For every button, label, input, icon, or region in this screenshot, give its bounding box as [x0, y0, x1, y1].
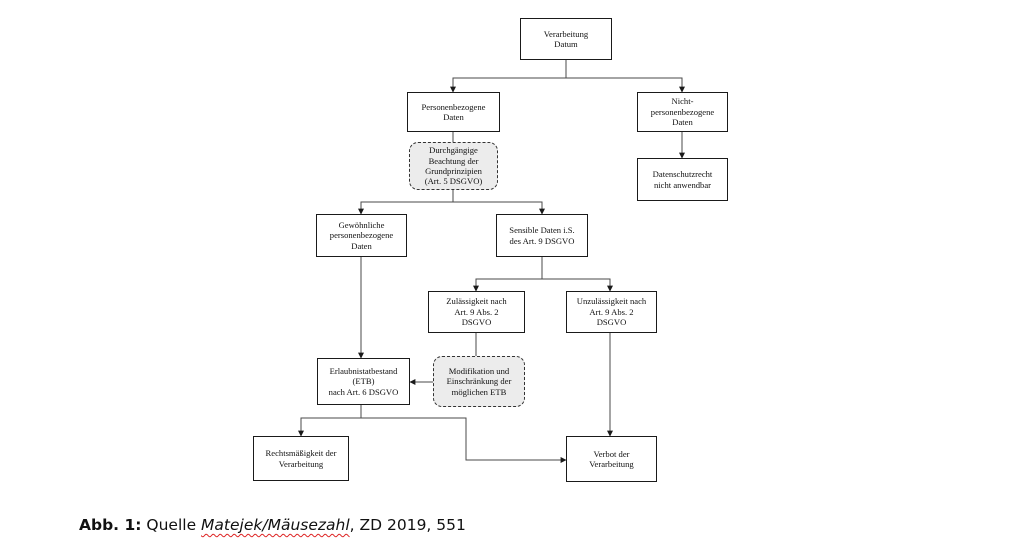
cut-off-text-line [79, 548, 939, 556]
caption-label: Abb. 1: [79, 516, 142, 534]
edge-etb-lawful [298, 405, 362, 437]
node-not-applicable: Datenschutzrecht nicht anwendbar [637, 158, 728, 201]
node-processing-data: Verarbeitung Datum [520, 18, 612, 60]
node-lawfulness: Rechtsmäßigkeit der Verarbeitung [253, 436, 349, 481]
edge-root-personal [450, 60, 567, 93]
edge-principles-sensitive [453, 201, 545, 215]
caption-reference: , ZD 2019, 551 [349, 516, 466, 534]
caption-authors: Matejek/Mäusezahl [201, 516, 350, 534]
node-permission-basis: Erlaubnistatbestand (ETB) nach Art. 6 DS… [317, 358, 410, 405]
figure-caption: Abb. 1: Quelle Matejek/Mäusezahl, ZD 201… [79, 516, 466, 534]
edge-sensitive-permissible [473, 257, 543, 292]
node-impermissibility: Unzulässigkeit nach Art. 9 Abs. 2 DSGVO [566, 291, 657, 333]
node-modification-note: Modifikation und Einschränkung der mögli… [433, 356, 525, 407]
node-personal-data: Personenbezogene Daten [407, 92, 500, 132]
node-ordinary-data: Gewöhnliche personenbezogene Daten [316, 214, 407, 257]
flowchart-edges [298, 60, 685, 463]
node-principles-note: Durchgängige Beachtung der Grundprinzipi… [409, 142, 498, 190]
node-non-personal-data: Nicht- personenbezogene Daten [637, 92, 728, 132]
edge-etb-prohibition [361, 417, 567, 463]
edge-root-nonpersonal [566, 77, 685, 93]
node-sensitive-data: Sensible Daten i.S. des Art. 9 DSGVO [496, 214, 588, 257]
node-prohibition: Verbot der Verarbeitung [566, 436, 657, 482]
caption-source-prefix: Quelle [141, 516, 202, 534]
flowchart-diagram: Verarbeitung Datum Personenbezogene Date… [253, 18, 728, 482]
edge-sensitive-impermissible [542, 278, 613, 292]
edge-principles-ordinary [358, 190, 454, 215]
node-permissibility: Zulässigkeit nach Art. 9 Abs. 2 DSGVO [428, 291, 525, 333]
